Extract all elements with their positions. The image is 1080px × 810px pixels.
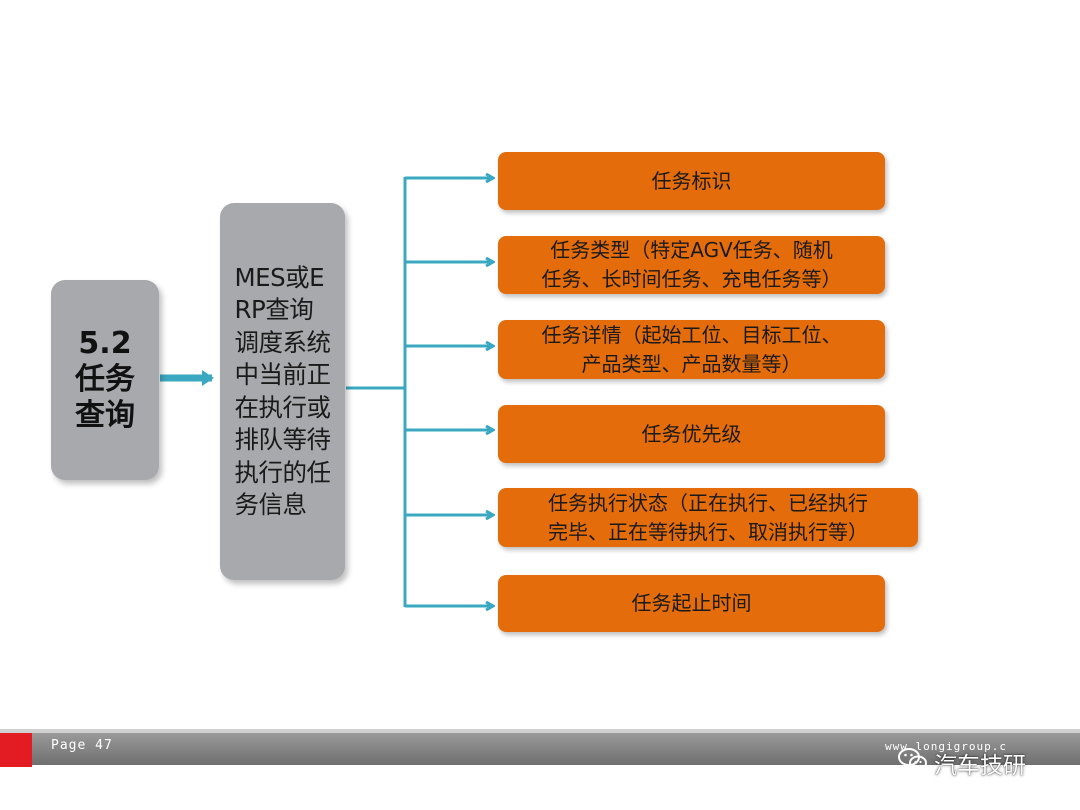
item-label-line-2: 完毕、正在等待执行、取消执行等） (548, 519, 868, 544)
section-number: 5.2 (78, 326, 132, 361)
item-label: 任务标识 (651, 168, 732, 193)
description-box: MES或ERP查询调度系统中当前正在执行或排队等待执行的任务信息 (220, 203, 345, 580)
footer-top-line (0, 729, 1080, 733)
page-number: Page 47 (51, 738, 113, 753)
item-label-line-1: 任务详情（起始工位、目标工位、 (541, 322, 842, 347)
item-label-line-1: 任务类型（特定AGV任务、随机 (550, 238, 833, 262)
item-task-time: 任务起止时间 (498, 575, 885, 632)
item-task-id: 任务标识 (498, 152, 885, 210)
item-label-line-1: 任务执行状态（正在执行、已经执行 (548, 490, 868, 515)
wechat-icon (898, 747, 928, 779)
item-task-type: 任务类型（特定AGV任务、随机 任务、长时间任务、充电任务等） (498, 236, 885, 294)
section-title-line-1: 任务 (75, 362, 135, 397)
description-text: MES或ERP查询调度系统中当前正在执行或排队等待执行的任务信息 (234, 262, 332, 520)
item-label-line-2: 产品类型、产品数量等） (581, 351, 802, 376)
watermark-text: 汽车技研 (934, 753, 1026, 779)
watermark: 汽车技研 (898, 745, 1026, 781)
item-label: 任务起止时间 (631, 591, 752, 615)
item-task-detail: 任务详情（起始工位、目标工位、 产品类型、产品数量等） (498, 320, 885, 379)
item-label: 任务优先级 (641, 421, 742, 446)
item-label-line-2: 任务、长时间任务、充电任务等） (541, 267, 842, 291)
item-task-priority: 任务优先级 (498, 405, 885, 463)
section-title-box: 5.2 任务 查询 (51, 280, 159, 480)
item-task-status: 任务执行状态（正在执行、已经执行 完毕、正在等待执行、取消执行等） (498, 488, 918, 547)
section-title-line-2: 查询 (75, 398, 135, 433)
footer-red-block (0, 733, 32, 767)
